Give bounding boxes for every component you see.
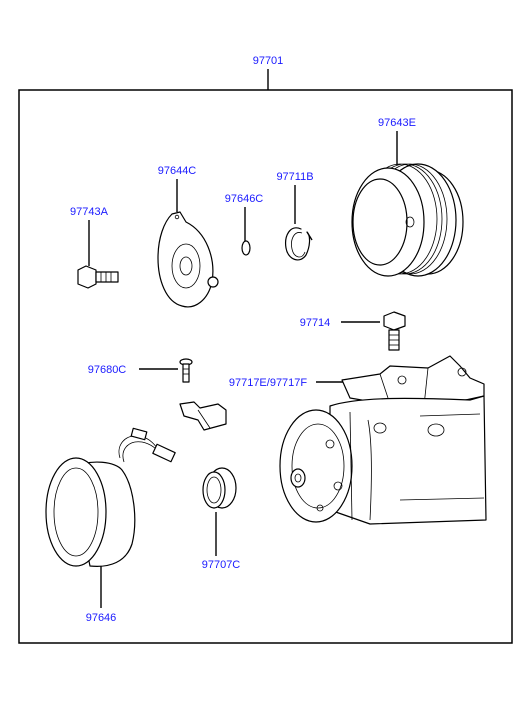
label-97644C[interactable]: 97644C [158,165,197,177]
label-97743A[interactable]: 97743A [70,206,109,218]
label-97643E[interactable]: 97643E [378,117,416,129]
coil-wire-connector [118,427,176,463]
label-97717E-97717F[interactable]: 97717E/97717F [229,377,308,389]
label-97646C[interactable]: 97646C [225,193,264,205]
bolt-97714 [383,311,406,351]
screw-97680C [179,358,193,383]
field-coil [45,457,136,567]
assembly-frame [18,89,513,644]
seal-ring [202,467,237,509]
label-97646[interactable]: 97646 [86,612,117,624]
snap-ring [285,227,313,261]
bolt-97743A [77,265,119,289]
label-97711B[interactable]: 97711B [276,171,313,183]
shim-ring [241,240,251,256]
hub-plate [157,211,219,308]
pulley [351,163,464,277]
label-97714[interactable]: 97714 [300,317,331,329]
label-97707C[interactable]: 97707C [202,559,241,571]
label-97701[interactable]: 97701 [253,55,284,67]
compressor-body [279,355,487,525]
label-97680C[interactable]: 97680C [88,364,127,376]
switch-bracket [179,401,227,431]
